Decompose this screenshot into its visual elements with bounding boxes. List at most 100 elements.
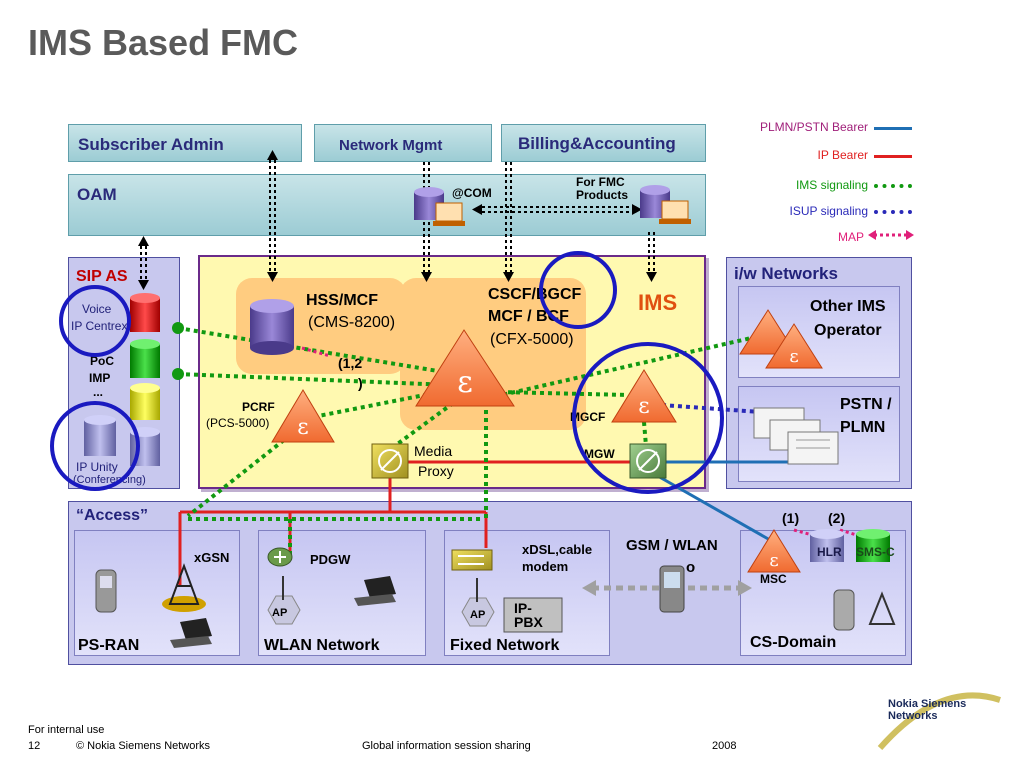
two-label: (2): [828, 510, 846, 526]
wlan-label: WLAN Network: [264, 637, 380, 654]
smsc-database-icon: [856, 529, 890, 562]
legend-map-arrow: [868, 230, 914, 240]
other-ims-node-icon: ε: [739, 309, 823, 369]
poc-label: PoC: [90, 354, 114, 368]
com-label: @COM: [452, 186, 492, 200]
modem-icon: [451, 549, 493, 571]
access-point-icon: [267, 576, 301, 625]
mgmt-links: [140, 160, 655, 280]
legend-ip-line: [874, 155, 912, 158]
logo-text-line1: Nokia Siemens: [888, 698, 967, 710]
ip-centrex-label: IP Centrex: [71, 319, 128, 333]
for-fmc-label: For FMC: [576, 175, 625, 189]
hss-database-icon: [250, 299, 294, 355]
ip-pbx-icon: [503, 597, 563, 633]
mgcf-node-icon: ε: [611, 369, 677, 423]
billing-box: Billing&Accounting: [501, 124, 706, 162]
iw-networks-title: i/w Networks: [734, 264, 838, 283]
paren-label: ): [358, 375, 363, 391]
svg-text:ε: ε: [789, 346, 798, 367]
antenna-tower-icon: [162, 563, 206, 612]
ap-label: AP: [272, 607, 288, 619]
media-label: Media: [414, 443, 453, 459]
plmn-bearer-lines: [655, 460, 790, 542]
proxy-label: Proxy: [418, 463, 454, 479]
legend-isup-line: [874, 210, 912, 214]
legend-ims-signaling-line: [874, 184, 912, 188]
fmc-server-icon: [640, 185, 691, 224]
ims-label: IMS: [638, 290, 678, 315]
footer-year: 2008: [712, 740, 737, 752]
ps-ran-label: PS-RAN: [78, 637, 140, 654]
cms-label: (CMS-8200): [308, 314, 396, 331]
sip-connector-dot: [172, 368, 184, 380]
mgcf-label: MGCF: [570, 410, 606, 424]
operator-label: Operator: [814, 322, 882, 339]
one-two-label: (1,2: [338, 355, 363, 371]
ip-pbx-label-2: PBX: [514, 614, 543, 630]
subscriber-admin-box: Subscriber Admin: [68, 124, 302, 162]
dual-mode-phone-icon: [659, 565, 685, 613]
xgsn-label: xGSN: [194, 550, 230, 565]
access-point-icon: [461, 578, 495, 627]
pcs-label: (PCS-5000): [206, 416, 270, 430]
conferencing-server-icon: [84, 415, 160, 466]
cscf-label: CSCF/BGCF: [488, 286, 582, 303]
hlr-database-icon: [810, 529, 844, 562]
footer-page-number: 12: [28, 740, 41, 752]
voice-label: Voice: [82, 302, 112, 316]
pcrf-node-icon: ε: [271, 389, 335, 443]
subscriber-admin-label: Subscriber Admin: [78, 135, 224, 154]
footer-session: Global information session sharing: [362, 740, 531, 752]
other-ims-label: Other IMS: [810, 298, 886, 315]
ip-unity-label: IP Unity: [76, 460, 118, 474]
logo-text-line2: Networks: [888, 710, 938, 722]
legend-map-label: MAP: [837, 230, 864, 244]
access-title: “Access”: [76, 507, 149, 524]
dots-label: ...: [93, 385, 104, 399]
logo-swoosh: [877, 692, 1001, 750]
footer-copyright: © Nokia Siemens Networks: [76, 740, 211, 752]
cs-domain-label: CS-Domain: [750, 634, 837, 651]
xdsl-label: xDSL,cable: [522, 542, 593, 557]
mgw-label: MGW: [584, 447, 615, 461]
oam-label: OAM: [77, 185, 117, 204]
gsm-o-label: o: [686, 559, 696, 576]
com-server-icon: [414, 187, 465, 226]
isup-signaling-line: [661, 403, 761, 414]
billing-label: Billing&Accounting: [518, 134, 676, 153]
legend-plmn-line: [874, 127, 912, 130]
products-label: Products: [576, 188, 629, 202]
mgmt-arrowheads: [138, 150, 657, 290]
voice-server-icon: [130, 293, 160, 332]
pcrf-label: PCRF: [242, 400, 275, 414]
oam-box: OAM: [68, 174, 706, 236]
imp-server-icon: [130, 383, 160, 420]
hlr-label: HLR: [817, 545, 842, 559]
hss-label: HSS/MCF: [306, 292, 378, 309]
cfx-label: (CFX-5000): [490, 331, 574, 348]
media-proxy-icon: [371, 443, 409, 479]
modem-label: modem: [522, 559, 569, 574]
one-label: (1): [782, 510, 800, 526]
ip-bearer-lines: [178, 460, 630, 585]
laptop-icon: [354, 576, 396, 606]
imp-label: IMP: [89, 371, 111, 385]
legend-ims-signaling-label: IMS signaling: [795, 178, 868, 192]
page-title: IMS Based FMC: [28, 22, 299, 63]
mobile-phone-icon: [833, 589, 855, 631]
footer-internal: For internal use: [28, 724, 105, 736]
legend-isup-label: ISUP signaling: [789, 204, 869, 218]
ip-pbx-label-1: IP-: [514, 600, 532, 616]
sip-as-title: SIP AS: [76, 268, 128, 285]
legend-plmn-label: PLMN/PSTN Bearer: [759, 120, 868, 134]
gsm-wlan-label: GSM / WLAN: [626, 537, 718, 554]
pstn-label: PSTN /: [840, 396, 892, 413]
network-mgmt-box: Network Mgmt: [314, 124, 492, 162]
cs-antenna-icon: [868, 591, 896, 625]
legend-ip-label: IP Bearer: [817, 148, 868, 162]
poc-server-icon: [130, 339, 160, 378]
network-mgmt-label: Network Mgmt: [339, 137, 443, 154]
phone-icon: [95, 569, 117, 613]
